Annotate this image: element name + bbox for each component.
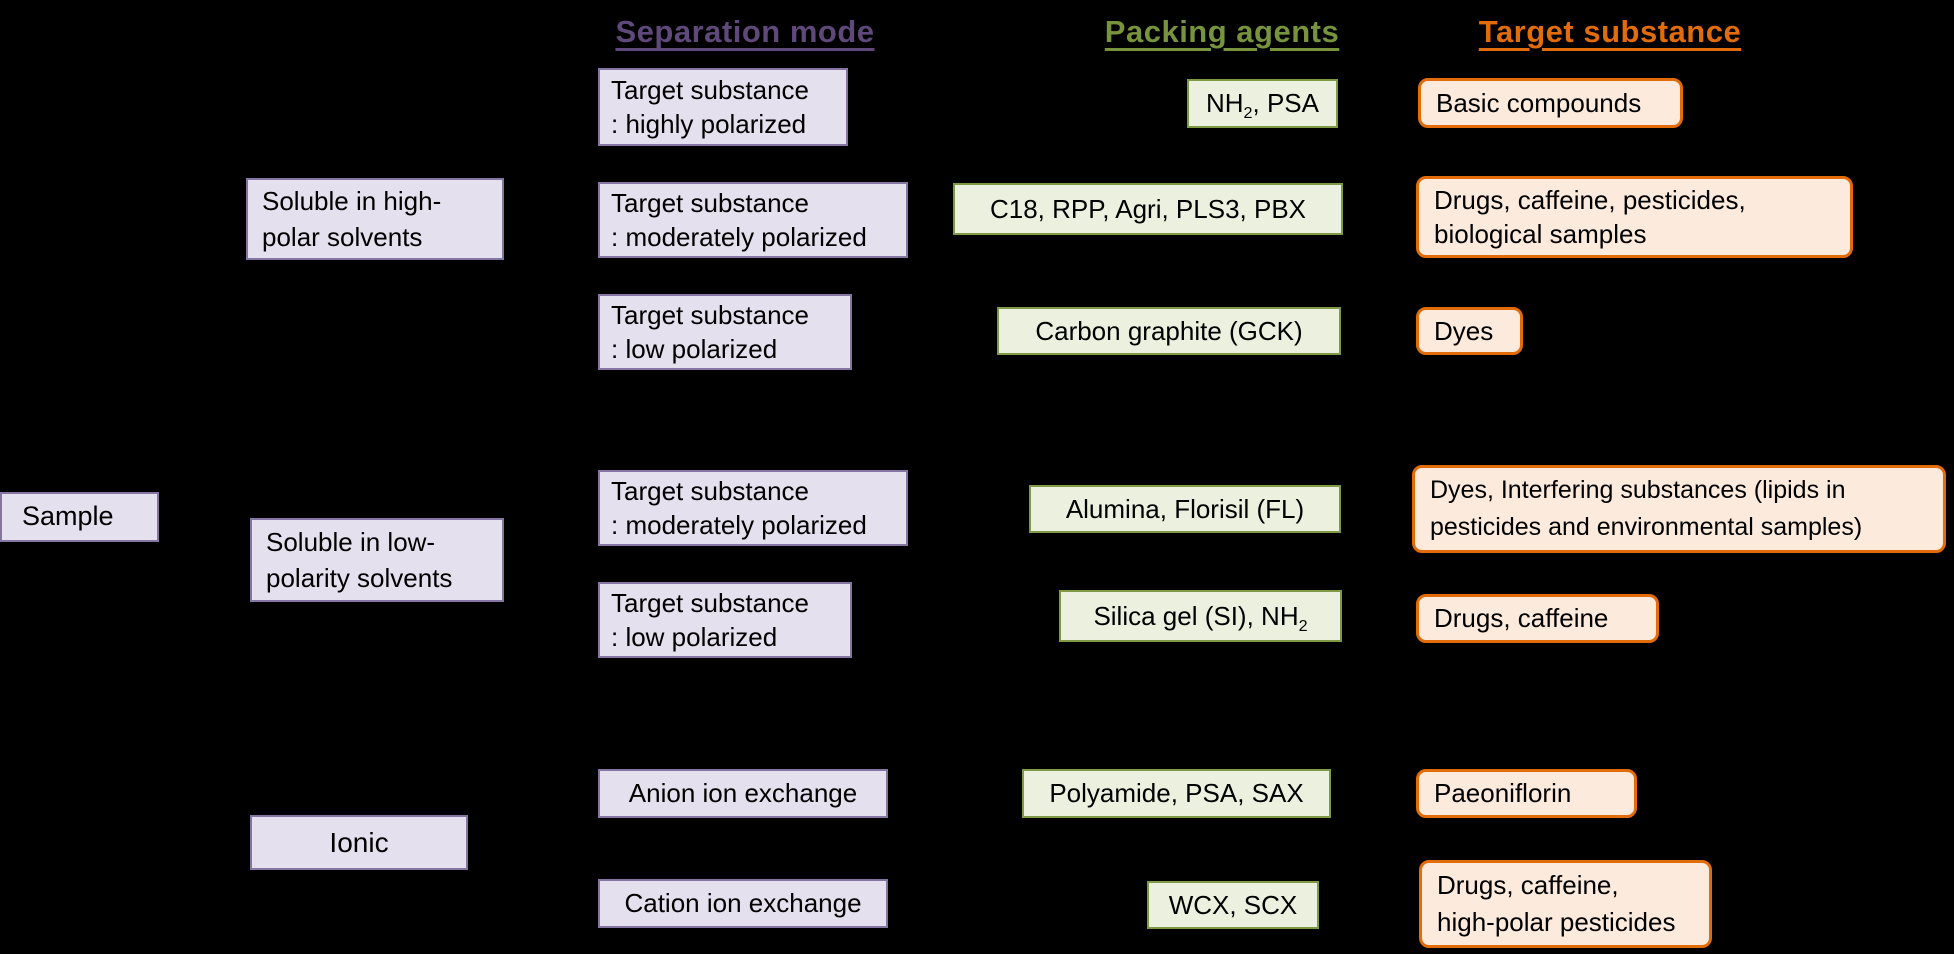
mode-box-moderately-polarized-2: Target substance : moderately polarized [598, 470, 908, 546]
packing-box-wcx-scx: WCX, SCX [1147, 881, 1319, 929]
packing-label-silica-gel: Silica gel (SI), NH2 [1093, 600, 1308, 635]
packing-label-nh2-psa: NH2, PSA [1205, 88, 1319, 123]
subscript: 2 [1298, 616, 1308, 635]
mode-box-low-polarized-2: Target substance : low polarized [598, 582, 852, 658]
target-box-dyes-interfering: Dyes, Interfering substances (lipids in … [1412, 465, 1946, 553]
target-box-paeoniflorin: Paeoniflorin [1416, 769, 1637, 818]
mode-box-cation-exchange: Cation ion exchange [598, 879, 888, 928]
target-box-basic-compounds: Basic compounds [1418, 78, 1683, 128]
mode-box-anion-exchange: Anion ion exchange [598, 769, 888, 818]
branch-box-ionic: Ionic [250, 815, 468, 870]
target-box-dyes: Dyes [1416, 307, 1523, 355]
target-box-drugs-pesticides: Drugs, caffeine, pesticides, biological … [1416, 176, 1853, 258]
packing-box-alumina: Alumina, Florisil (FL) [1029, 485, 1341, 533]
target-box-drugs-high-polar: Drugs, caffeine, high-polar pesticides [1419, 860, 1712, 948]
packing-box-nh2-psa: NH2, PSA [1187, 79, 1338, 128]
column-header-packing-agents: Packing agents [1104, 14, 1340, 49]
column-header-target-substance: Target substance [1478, 14, 1742, 49]
mode-box-highly-polarized: Target substance : highly polarized [598, 68, 848, 146]
mode-box-moderately-polarized-1: Target substance : moderately polarized [598, 182, 908, 258]
branch-box-low-polarity: Soluble in low- polarity solvents [250, 518, 504, 602]
subscript: 2 [1243, 104, 1253, 123]
packing-box-c18: C18, RPP, Agri, PLS3, PBX [953, 183, 1343, 235]
branch-box-high-polar: Soluble in high- polar solvents [246, 178, 504, 260]
packing-box-silica-gel: Silica gel (SI), NH2 [1059, 590, 1342, 642]
packing-box-polyamide: Polyamide, PSA, SAX [1022, 769, 1331, 818]
column-header-separation-mode: Separation mode [615, 14, 875, 49]
mode-box-low-polarized-1: Target substance : low polarized [598, 294, 852, 370]
packing-box-carbon-graphite: Carbon graphite (GCK) [997, 307, 1341, 355]
sample-box: Sample [0, 492, 159, 542]
target-box-drugs-caffeine: Drugs, caffeine [1416, 594, 1659, 643]
